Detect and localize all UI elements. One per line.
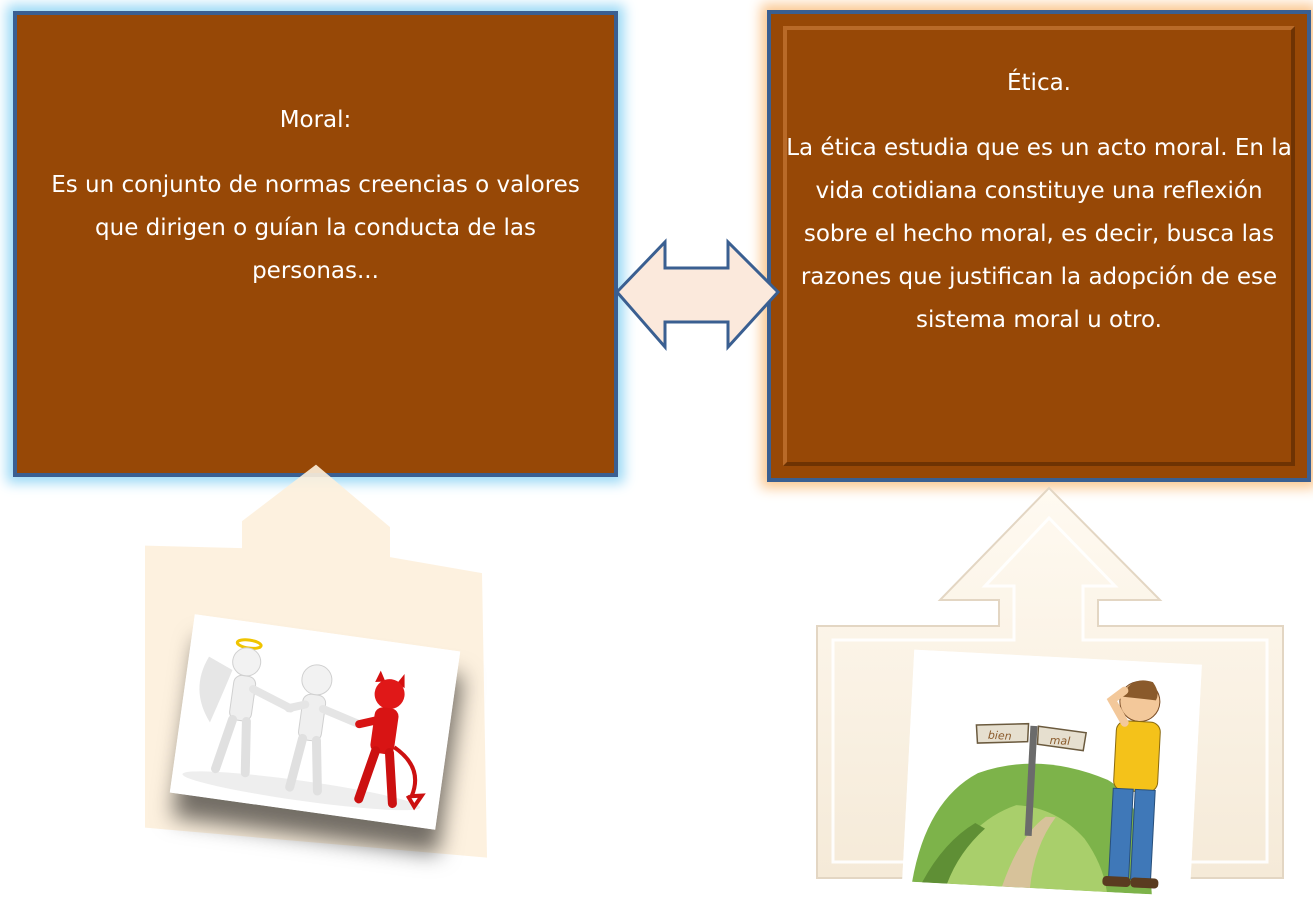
double-arrow-icon [614, 238, 781, 351]
signpost-icon: bien mal [975, 722, 1088, 837]
etica-illustration: bien mal [902, 649, 1202, 897]
moral-title: Moral: [279, 107, 352, 133]
boy-figure [1102, 680, 1161, 889]
etica-title: Ética. [1007, 70, 1071, 96]
moral-text: Es un conjunto de normas creencias o val… [51, 172, 580, 284]
moral-box: Moral: Es un conjunto de normas creencia… [13, 11, 618, 477]
etica-text: La ética estudia que es un acto moral. E… [786, 135, 1292, 333]
person-figure [284, 664, 364, 796]
angel-figure [199, 638, 295, 778]
moral-illustration [169, 614, 461, 830]
sign-bien: bien [988, 729, 1012, 743]
sign-mal: mal [1049, 734, 1070, 748]
devil-figure [354, 670, 426, 811]
